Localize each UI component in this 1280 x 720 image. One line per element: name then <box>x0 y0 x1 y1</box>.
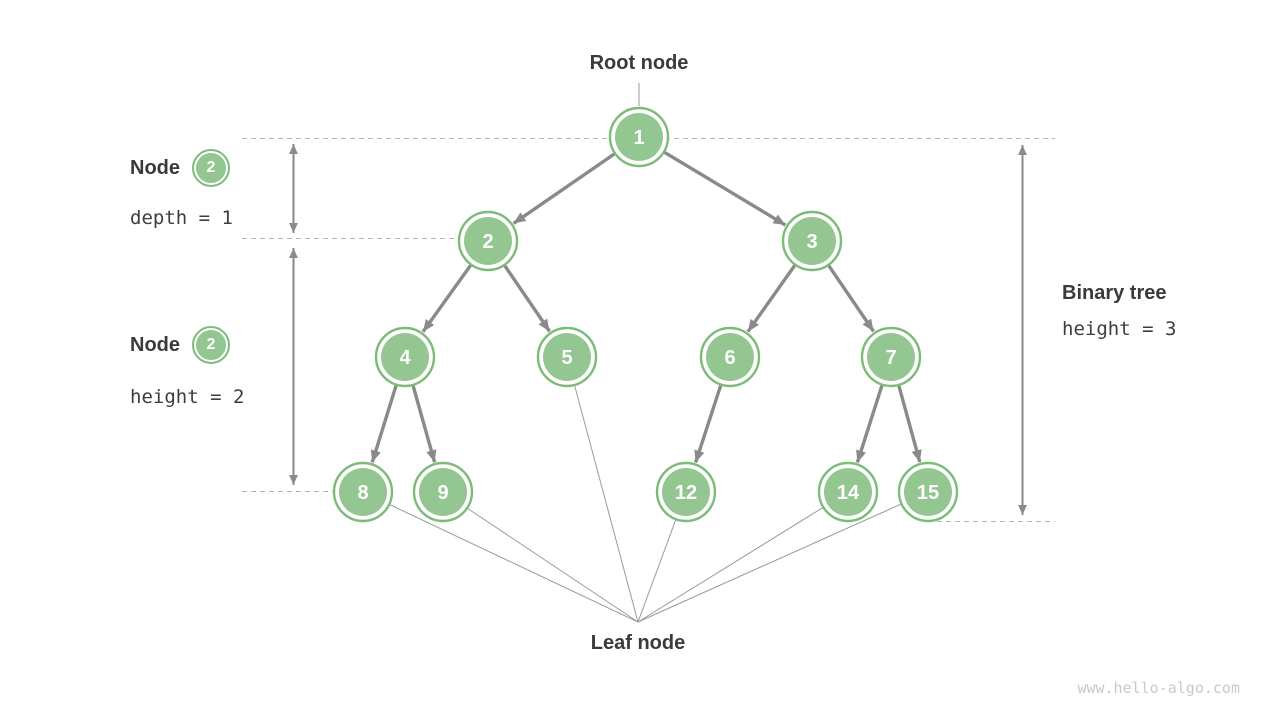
leaf-pointer-line <box>467 508 639 623</box>
tree-node: 15 <box>897 461 959 523</box>
leaf-pointer-line <box>389 504 639 623</box>
tree-node: 14 <box>817 461 879 523</box>
tree-edge <box>411 385 437 463</box>
tree-node-value: 6 <box>724 347 735 369</box>
node-2-badge: 2 <box>192 149 230 187</box>
tree-node-value: 15 <box>917 482 939 504</box>
tree-height-formula: height = 3 <box>1062 318 1177 340</box>
node-height-annotation: Node 2 <box>130 325 230 365</box>
tree-edges-layer <box>370 150 922 464</box>
binary-tree-title: Binary tree <box>1062 282 1167 304</box>
tree-node-value: 1 <box>633 127 644 149</box>
leaf-pointer-line <box>637 503 901 623</box>
tree-edge <box>370 385 398 463</box>
node-2-badge: 2 <box>192 326 230 364</box>
tree-node-value: 12 <box>675 482 697 504</box>
tree-edge <box>503 264 551 333</box>
leaf-pointer-line <box>637 507 823 623</box>
tree-node: 1 <box>608 106 670 168</box>
tree-node: 4 <box>374 326 436 388</box>
node-depth-annotation: Node 2 <box>130 148 230 188</box>
tree-edge <box>421 264 472 333</box>
tree-node: 9 <box>412 461 474 523</box>
tree-node: 3 <box>781 210 843 272</box>
tree-node: 2 <box>457 210 519 272</box>
node-height-title: Node <box>130 333 180 356</box>
tree-edge <box>827 264 875 333</box>
depth-formula: depth = 1 <box>130 207 233 229</box>
leaf-node-label: Leaf node <box>590 632 686 654</box>
node-depth-title: Node <box>130 156 180 179</box>
tree-node: 7 <box>860 326 922 388</box>
tree-edge <box>746 264 797 333</box>
tree-node: 5 <box>536 326 598 388</box>
tree-node-value: 4 <box>399 347 411 369</box>
leaf-pointer-line <box>637 519 677 623</box>
tree-node-value: 7 <box>885 347 896 369</box>
leaf-pointer-line <box>574 385 639 623</box>
tree-node: 8 <box>332 461 394 523</box>
root-node-label: Root node <box>589 52 689 74</box>
tree-node-value: 8 <box>357 482 368 504</box>
tree-edge <box>897 385 922 463</box>
tree-node: 12 <box>655 461 717 523</box>
tree-node-value: 2 <box>482 231 493 253</box>
tree-node-value: 9 <box>437 482 448 504</box>
tree-node-value: 3 <box>806 231 817 253</box>
tree-node-value: 5 <box>561 347 572 369</box>
tree-node: 6 <box>699 326 761 388</box>
tree-edge <box>663 150 787 227</box>
watermark: www.hello-algo.com <box>1077 679 1240 697</box>
tree-node-value: 14 <box>837 482 860 504</box>
leaf-pointer-lines <box>389 385 901 623</box>
node-height-formula: height = 2 <box>130 386 245 408</box>
tree-edge <box>693 384 723 464</box>
tree-edge <box>855 385 884 463</box>
tree-edge <box>512 152 616 225</box>
